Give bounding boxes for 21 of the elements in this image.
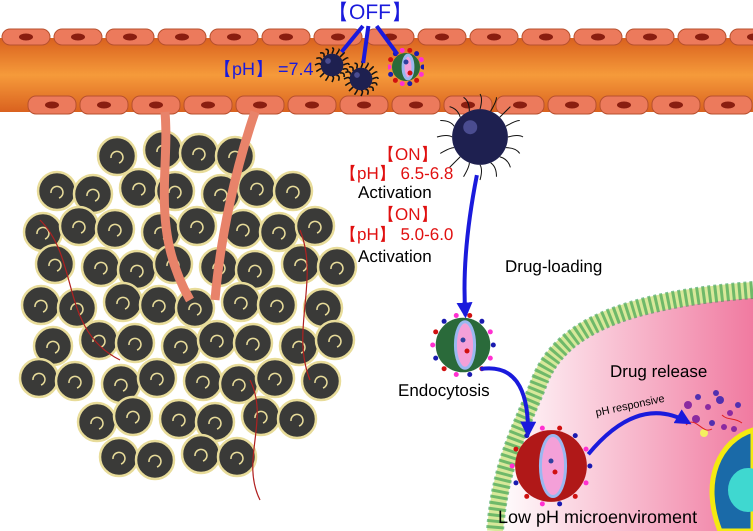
edge-label: Drug-loading [505, 258, 602, 277]
annotation-label: 【pH】 =7.4 [214, 60, 314, 80]
annotation-label: 【pH】 6.5-6.8 [340, 165, 454, 184]
edge-label: pH responsive [594, 392, 666, 420]
arrow [480, 366, 536, 438]
state-label: 【OFF】 [322, 0, 418, 26]
drug-loaded-nanoparticle-icon [388, 48, 424, 86]
arrow [456, 174, 479, 319]
annotation-label: 【ON】 [378, 146, 438, 164]
leader-line [340, 24, 364, 54]
annotation-label: 【ON】 [378, 206, 438, 225]
arrow [586, 410, 692, 456]
node-label: Endocytosis [398, 382, 490, 401]
node-label: Drug release [610, 363, 708, 382]
annotation-label: Activation [358, 184, 432, 203]
annotation-label: Low pH microenviroment [498, 508, 698, 528]
annotation-label: 【pH】 5.0-6.0 [340, 226, 454, 245]
nanoparticle-icon [313, 46, 351, 84]
drug-loaded-nanoparticle-icon [428, 310, 498, 380]
annotation-label: Activation [358, 248, 432, 267]
nanoparticle-icon [342, 60, 380, 98]
